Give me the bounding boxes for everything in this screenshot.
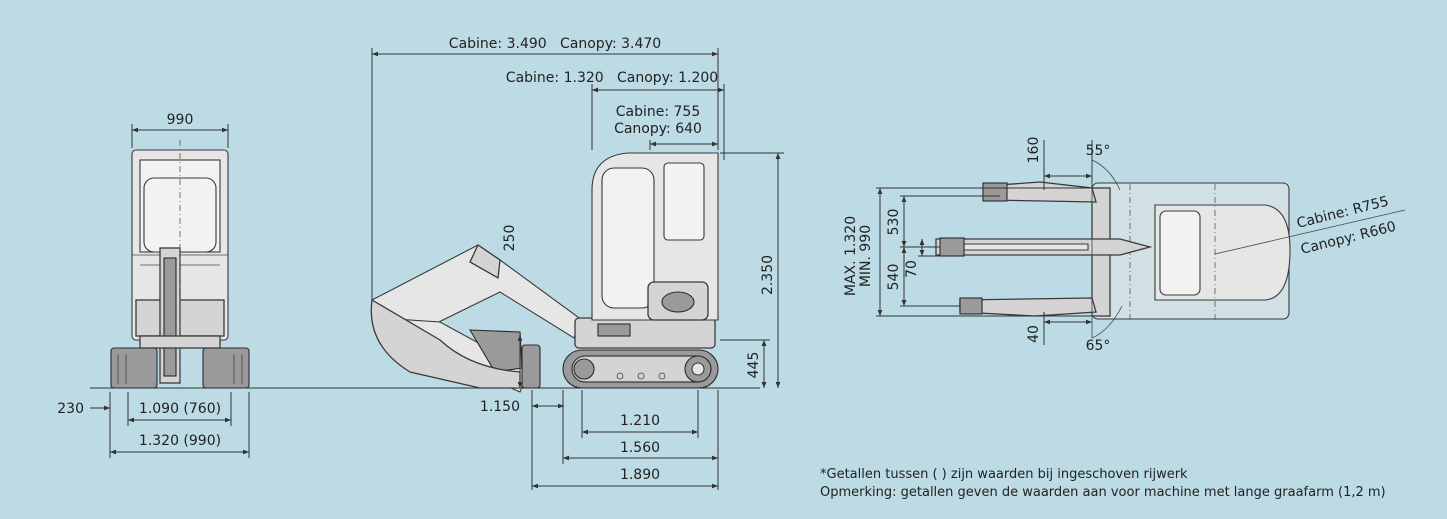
side-view: Cabine: 3.490 Canopy: 3.470 Cabine: 1.32…	[370, 36, 784, 490]
right-swing-label: 540	[886, 264, 902, 291]
note-line-2: Opmerking: getallen geven de waarden aan…	[820, 485, 1386, 500]
angle-top-label: 55°	[1086, 143, 1111, 159]
offset-top-label: 160	[1026, 137, 1042, 164]
track-length-label: 1.560	[620, 440, 660, 456]
overall-height-label: 2.350	[760, 255, 776, 295]
note-line-1: *Getallen tussen ( ) zijn waarden bij in…	[820, 467, 1188, 482]
min-width-label: MIN. 990	[858, 225, 874, 287]
tumbler-distance-label: 1.210	[620, 413, 660, 429]
front-width-top-label: 990	[167, 112, 194, 128]
front-view: 990 1.090 (760) 1.320 (990) 230	[57, 112, 250, 458]
front-track-offset-label: 230	[57, 401, 84, 417]
top-view: MAX. 1.320 MIN. 990 530 540 70 160 40 55…	[843, 137, 1406, 354]
cab-depth-canopy-label: Canopy: 640	[614, 121, 702, 137]
front-length-label: 1.150	[480, 399, 520, 415]
left-swing-label: 530	[886, 209, 902, 236]
ground-clearance-label: 445	[746, 352, 762, 379]
angle-bottom-label: 65°	[1086, 338, 1111, 354]
rear-radius-label: Cabine: 1.320 Canopy: 1.200	[506, 70, 718, 86]
overall-length-label: 1.890	[620, 467, 660, 483]
offset-bottom-label: 40	[1026, 325, 1042, 343]
front-track-width-label: 1.090 (760)	[139, 401, 221, 417]
cab-depth-cabine-label: Cabine: 755	[616, 104, 701, 120]
center-gap-label: 70	[904, 260, 920, 278]
front-overall-width-label: 1.320 (990)	[139, 433, 221, 449]
blade-height-label: 250	[502, 225, 518, 252]
max-width-label: MAX. 1.320	[843, 216, 859, 296]
tail-swing-label: Cabine: 3.490 Canopy: 3.470	[449, 36, 661, 52]
